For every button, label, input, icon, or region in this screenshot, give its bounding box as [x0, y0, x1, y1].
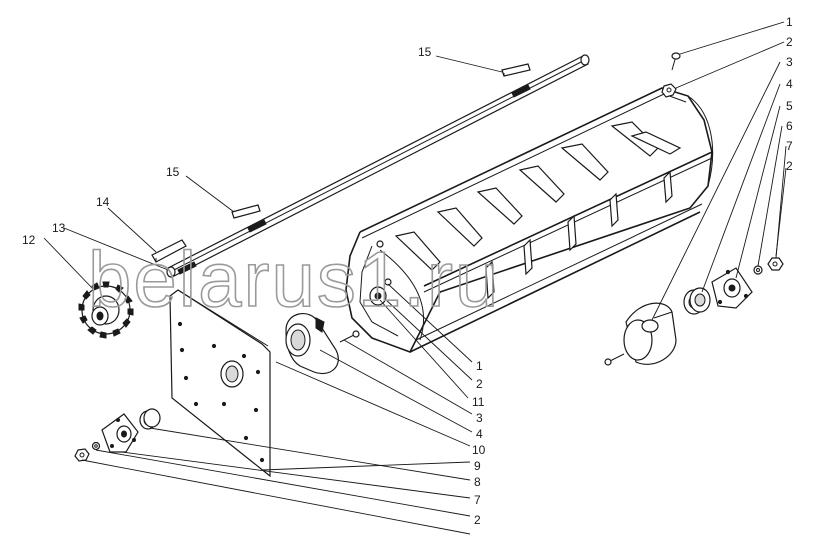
sprocket — [78, 281, 134, 339]
screw-drum — [604, 353, 625, 366]
washer-left — [91, 441, 101, 451]
nut-top — [661, 83, 677, 98]
callout-5-top: 5 — [786, 99, 793, 113]
callout-7-bottom: 7 — [474, 493, 481, 507]
callout-3-mid: 3 — [476, 411, 483, 425]
callout-labels: 1 2 3 4 5 6 7 2 15 15 14 13 12 1 2 11 3 … — [22, 15, 793, 527]
key-lower — [231, 204, 261, 219]
callout-15-lower: 15 — [166, 165, 180, 179]
flange-housing-right — [711, 267, 753, 309]
washer-right — [753, 265, 763, 275]
bolt-top — [671, 52, 681, 71]
callout-10: 10 — [472, 443, 486, 457]
bolt-mid — [339, 330, 360, 343]
callout-4-top: 4 — [786, 77, 793, 91]
key-14 — [151, 239, 187, 263]
cap-10 — [285, 313, 339, 375]
nut-right — [767, 257, 784, 271]
fins — [394, 121, 682, 300]
watermark-text: belarus1.ru — [88, 235, 500, 323]
side-plate — [169, 289, 271, 478]
shaft — [166, 54, 590, 278]
bearing-left — [139, 408, 161, 430]
callout-4-mid: 4 — [476, 427, 483, 441]
key-upper — [501, 63, 531, 77]
nut-left — [74, 448, 90, 462]
callout-12: 12 — [22, 233, 36, 247]
auger-housing — [345, 87, 714, 353]
callout-1-mid: 1 — [476, 359, 483, 373]
callout-6-top: 6 — [786, 119, 793, 133]
callout-14: 14 — [96, 195, 110, 209]
drum-cover — [623, 302, 677, 365]
bearing-right — [683, 287, 711, 315]
flange-housing-left — [101, 413, 139, 453]
callout-7-top: 7 — [786, 139, 793, 153]
callout-3-top: 3 — [786, 55, 793, 69]
callout-15-upper: 15 — [418, 45, 432, 59]
callout-13: 13 — [52, 221, 66, 235]
callout-1-top: 1 — [786, 15, 793, 29]
callout-2-bottom: 2 — [474, 513, 481, 527]
callout-9: 9 — [474, 459, 481, 473]
callout-8: 8 — [474, 475, 481, 489]
leader-lines — [43, 21, 787, 535]
callout-2-mid: 2 — [476, 377, 483, 391]
callout-2-top: 2 — [786, 35, 793, 49]
callout-2-right: 2 — [786, 159, 793, 173]
callout-11: 11 — [472, 395, 485, 409]
